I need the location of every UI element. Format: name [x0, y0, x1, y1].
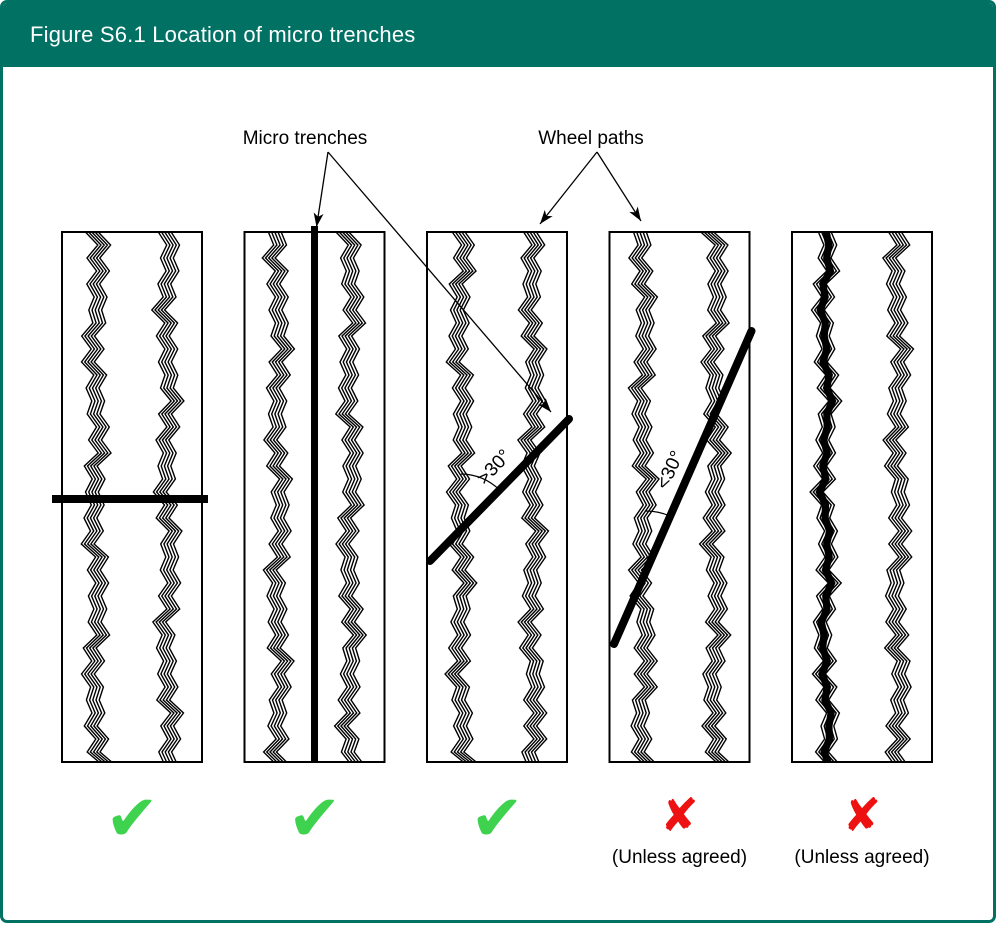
check-mark-icon: ✔: [287, 782, 342, 856]
verdict-panel-1: ✔: [27, 786, 237, 852]
verdict-panel-4: ✘ (Unless agreed): [575, 786, 785, 869]
unless-agreed-note: (Unless agreed): [794, 847, 930, 868]
cross-mark-icon: ✘: [842, 788, 882, 842]
verdict-panel-2: ✔: [210, 786, 420, 852]
check-mark-icon: ✔: [105, 782, 159, 856]
wheel-paths-label: Wheel paths: [538, 128, 644, 149]
figure-header-bar: Figure S6.1 Location of micro trenches: [3, 3, 993, 67]
verdict-panel-5: ✘ (Unless agreed): [757, 786, 967, 869]
micro-trenches-label: Micro trenches: [242, 128, 368, 149]
verdict-panel-3: ✔: [392, 786, 602, 852]
check-mark-icon: ✔: [470, 782, 524, 856]
figure-title: Figure S6.1 Location of micro trenches: [30, 22, 416, 47]
unless-agreed-note: (Unless agreed): [611, 847, 748, 868]
cross-mark-icon: ✘: [660, 788, 699, 842]
